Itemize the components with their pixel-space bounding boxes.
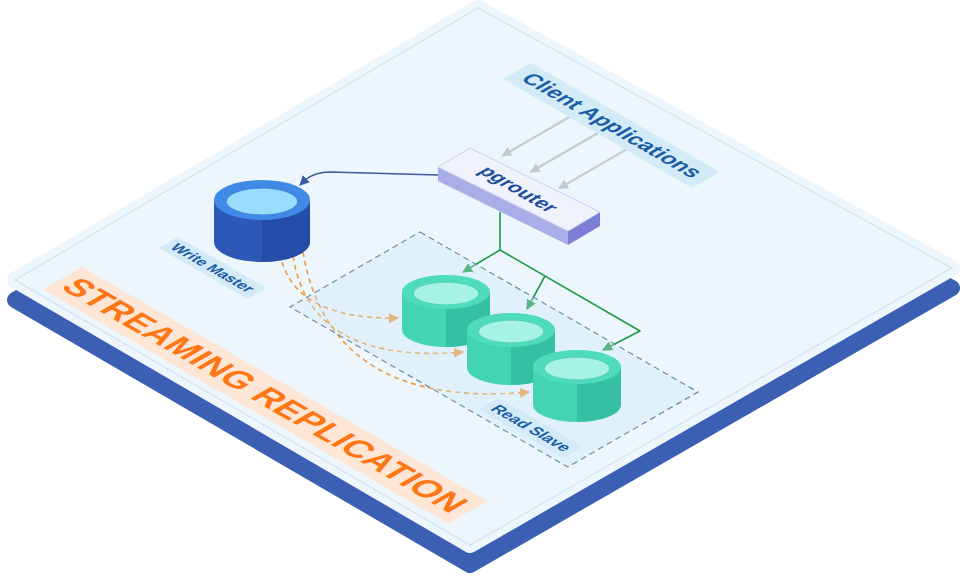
router-box: pgrouter [430, 140, 610, 250]
router-slab [438, 148, 600, 245]
connector [300, 172, 438, 185]
connector-line [531, 133, 599, 172]
master-cylinder [214, 180, 310, 262]
connector-line [300, 172, 438, 185]
connector-line [559, 149, 627, 188]
platform-edge [15, 8, 952, 545]
node-label: Client Applications [503, 63, 720, 188]
connector-line [502, 117, 570, 156]
slave-cylinder [533, 350, 621, 422]
database-node: Write Master [140, 175, 320, 305]
platform-top [15, 8, 952, 545]
